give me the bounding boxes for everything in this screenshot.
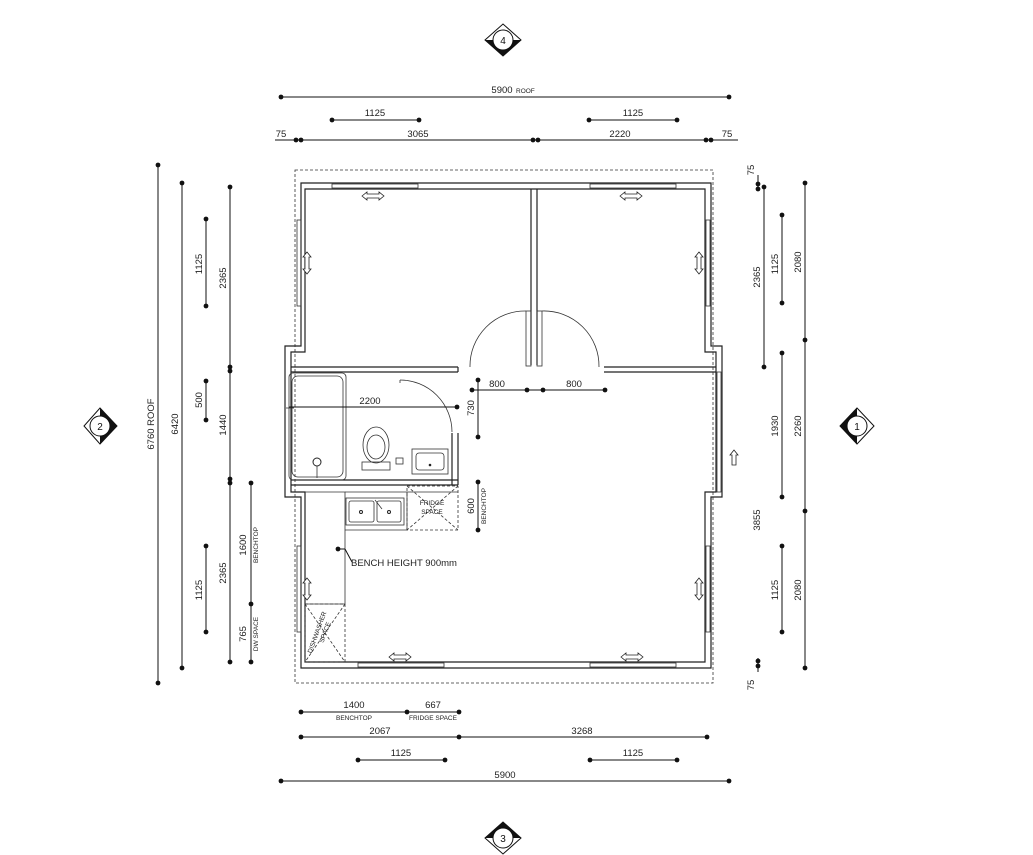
left-mid-dim: 1440 (218, 414, 229, 435)
left-window-lower-dim: 1125 (194, 580, 205, 600)
window-slide-arrows (302, 191, 739, 662)
vanity-basin (411, 448, 449, 475)
kitchen-benchtop (304, 485, 459, 663)
top-edge-right-dim: 75 (722, 129, 733, 140)
top-window-left-dim: 1125 (365, 108, 385, 119)
fridge-depth-dim: 600 (466, 498, 477, 514)
right-mid-total-dim: 2260 (793, 415, 804, 436)
left-dw-dim: 765 (238, 626, 249, 642)
left-overall-roof-dim: 6760 ROOF (146, 398, 157, 449)
top-overall-note: ROOF (516, 88, 535, 95)
top-span-right-dim: 2220 (609, 129, 630, 140)
right-window-upper-dim: 1125 (770, 254, 781, 274)
bottom-dimensions (278, 709, 732, 784)
grid-marker-right: 1 (839, 407, 875, 445)
grid-marker-top-label: 4 (500, 36, 506, 47)
bottom-benchtop-dim: 1400 (343, 700, 364, 711)
right-mid-dim: 1930 (770, 415, 781, 436)
bath-width-dim: 2200 (359, 396, 380, 407)
bottom-benchtop-label: BENCHTOP (336, 715, 372, 722)
bedroom-doors (399, 310, 600, 433)
right-dimensions (755, 175, 808, 672)
building-outline (284, 169, 723, 684)
right-upper-dim: 2365 (752, 266, 763, 287)
bottom-window-right-dim: 1125 (623, 748, 643, 759)
right-edge-top-dim: 75 (746, 165, 757, 176)
fridge-depth-label: BENCHTOP (481, 488, 488, 524)
grid-marker-right-label: 1 (854, 422, 860, 433)
left-lower-dim: 2365 (218, 562, 229, 583)
right-lower-total-dim: 3855 (752, 509, 763, 530)
grid-marker-bottom-label: 3 (500, 834, 506, 845)
right-room-upper-dim: 2080 (793, 251, 804, 272)
bench-height-note: BENCH HEIGHT 900mm (351, 558, 457, 569)
interior-dimensions (289, 377, 608, 563)
bottom-fridge-dim: 667 (425, 700, 441, 711)
top-window-right-dim: 1125 (623, 108, 643, 119)
door-depth-dim: 730 (466, 400, 477, 416)
right-edge-bottom-dim: 75 (746, 680, 757, 691)
bottom-span-left-dim: 2067 (369, 726, 390, 737)
bottom-window-left-dim: 1125 (391, 748, 411, 759)
grid-marker-left: 2 (83, 407, 118, 445)
right-window-lower-dim: 1125 (770, 580, 781, 600)
top-span-left-dim: 3065 (407, 129, 428, 140)
left-dimensions (155, 162, 254, 686)
kitchen-sink (345, 497, 405, 526)
left-gap-dim: 500 (194, 392, 205, 408)
left-overall-dim: 6420 (170, 413, 181, 434)
left-benchtop-label: BENCHTOP (253, 527, 260, 563)
bottom-overall-dim: 5900 (494, 770, 515, 781)
left-benchtop-dim: 1600 (238, 534, 249, 555)
left-dw-label: DW SPACE (253, 616, 260, 651)
fridge-space-label-line2: SPACE (421, 509, 443, 516)
right-room-lower-dim: 2080 (793, 579, 804, 600)
left-upper-dim: 2365 (218, 267, 229, 288)
windows (296, 183, 722, 668)
bathtub (286, 372, 347, 481)
grid-marker-top: 4 (484, 23, 522, 57)
top-overall-dim: 5900 (491, 85, 512, 96)
toilet (361, 426, 404, 471)
left-window-upper-dim: 1125 (194, 254, 205, 274)
grid-marker-left-label: 2 (97, 422, 103, 433)
top-dimensions (275, 94, 738, 143)
top-edge-left-dim: 75 (276, 129, 287, 140)
bottom-span-right-dim: 3268 (571, 726, 592, 737)
grid-marker-bottom: 3 (484, 821, 522, 855)
fridge-space-label-line1: FRIDGE (420, 500, 445, 507)
door-right-dim: 800 (566, 379, 582, 390)
door-left-dim: 800 (489, 379, 505, 390)
bottom-fridge-label: FRIDGE SPACE (409, 715, 458, 722)
